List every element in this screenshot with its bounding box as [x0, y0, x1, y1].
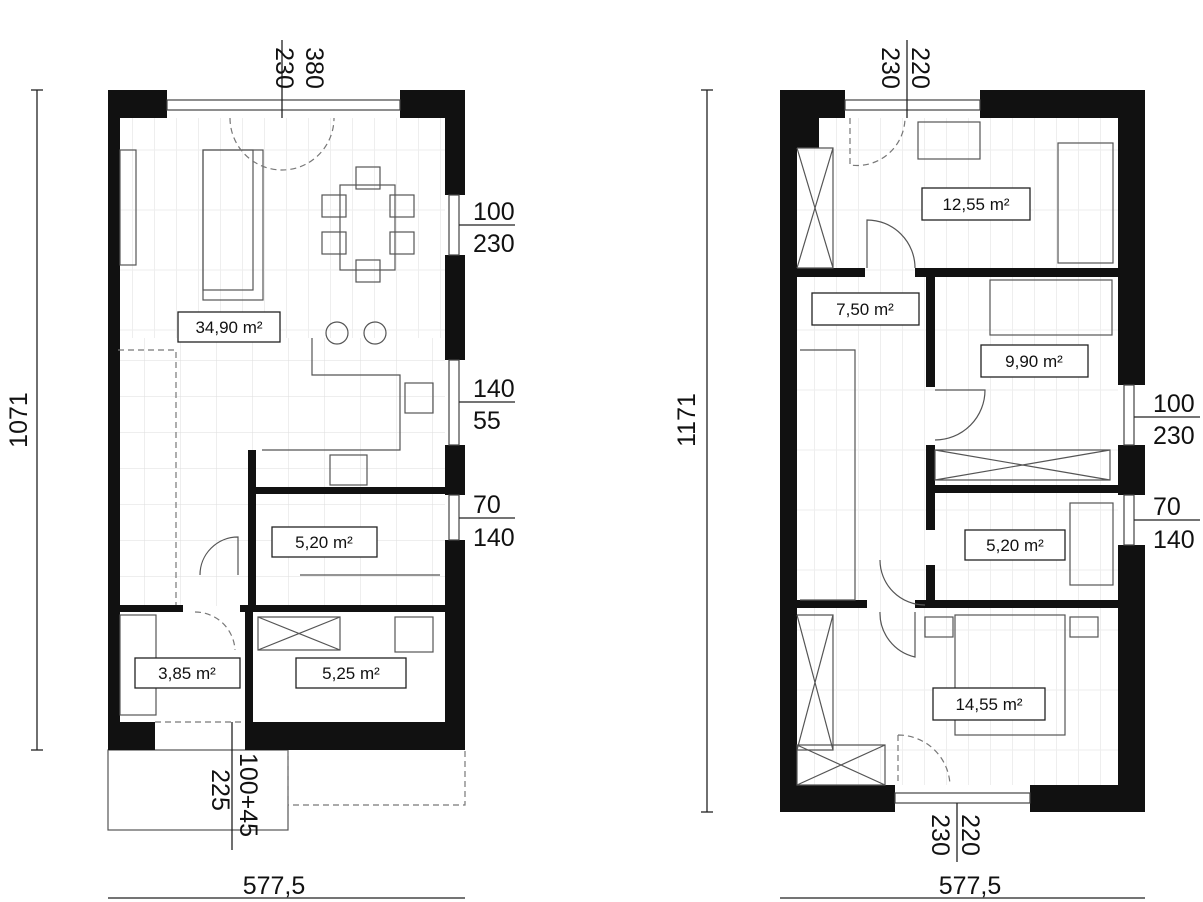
dimension-label: 70	[1153, 493, 1181, 521]
dimension-label: 225	[206, 769, 234, 811]
dimension-label: 55	[473, 407, 501, 435]
living-floor	[118, 118, 445, 338]
room-label-bedroom-2: 9,90 m²	[980, 344, 1089, 378]
room-label-hallway: 7,50 m²	[811, 292, 920, 326]
dimension-label: 100+45	[234, 753, 262, 837]
dimension-label: 230	[926, 814, 954, 856]
dimension-label: 230	[1153, 422, 1195, 450]
room-label-utility: 5,25 m²	[295, 657, 407, 689]
dimension-height: 1071	[5, 392, 33, 448]
dimension-label: 100	[1153, 390, 1195, 418]
room-label-bedroom-1: 12,55 m²	[921, 187, 1031, 221]
room-area: 5,25 m²	[322, 664, 380, 683]
dimension-label: 70	[473, 491, 501, 519]
room-label-bathroom: 5,20 m²	[271, 526, 378, 558]
window-right-2	[1123, 494, 1135, 546]
room-label-living: 34,90 m²	[177, 311, 281, 343]
room-area: 7,50 m²	[836, 300, 894, 319]
dimension-label: 230	[270, 47, 298, 89]
ground-walls	[108, 90, 465, 750]
window-right-1	[1123, 384, 1135, 446]
furniture	[796, 117, 1114, 786]
room-area: 5,20 m²	[295, 533, 353, 552]
room-label-hall: 3,85 m²	[134, 657, 241, 689]
dimension-label: 220	[956, 814, 984, 856]
dimension-label: 140	[1153, 526, 1195, 554]
room-label-bedroom-3: 14,55 m²	[932, 687, 1046, 721]
room-label-bathroom: 5,20 m²	[964, 529, 1066, 561]
furniture	[118, 117, 440, 723]
window-right-2	[448, 359, 460, 446]
upper-floor-plan: 12,55 m² 7,50 m² 9,90 m² 5,20 m² 14,55 m…	[673, 40, 1200, 900]
dimension-label: 100	[473, 198, 515, 226]
ground-floor-plan: 34,90 m² 5,20 m² 3,85 m² 5,25 m² 1071 57…	[5, 40, 515, 900]
dimension-width: 577,5	[243, 872, 306, 900]
dimension-height: 1171	[673, 393, 701, 447]
porch-outline	[287, 750, 466, 806]
dimension-label: 140	[473, 524, 515, 552]
dimension-label: 380	[300, 47, 328, 89]
upper-walls	[780, 90, 1145, 812]
room-area: 34,90 m²	[195, 318, 262, 337]
kitchen-floor	[118, 338, 445, 606]
room-area: 12,55 m²	[942, 195, 1009, 214]
dimension-label: 230	[473, 230, 515, 258]
dimension-label: 230	[876, 47, 904, 89]
dimension-label: 220	[906, 47, 934, 89]
room-area: 3,85 m²	[158, 664, 216, 683]
window-top	[844, 99, 981, 111]
window-top	[166, 99, 401, 111]
window-bottom	[894, 792, 1031, 804]
dimension-label: 140	[473, 375, 515, 403]
room-area: 9,90 m²	[1005, 352, 1063, 371]
dimension-width: 577,5	[939, 872, 1002, 900]
window-right-3	[448, 494, 460, 541]
room-area: 5,20 m²	[986, 536, 1044, 555]
window-right-1	[448, 194, 460, 256]
room-area: 14,55 m²	[955, 695, 1022, 714]
